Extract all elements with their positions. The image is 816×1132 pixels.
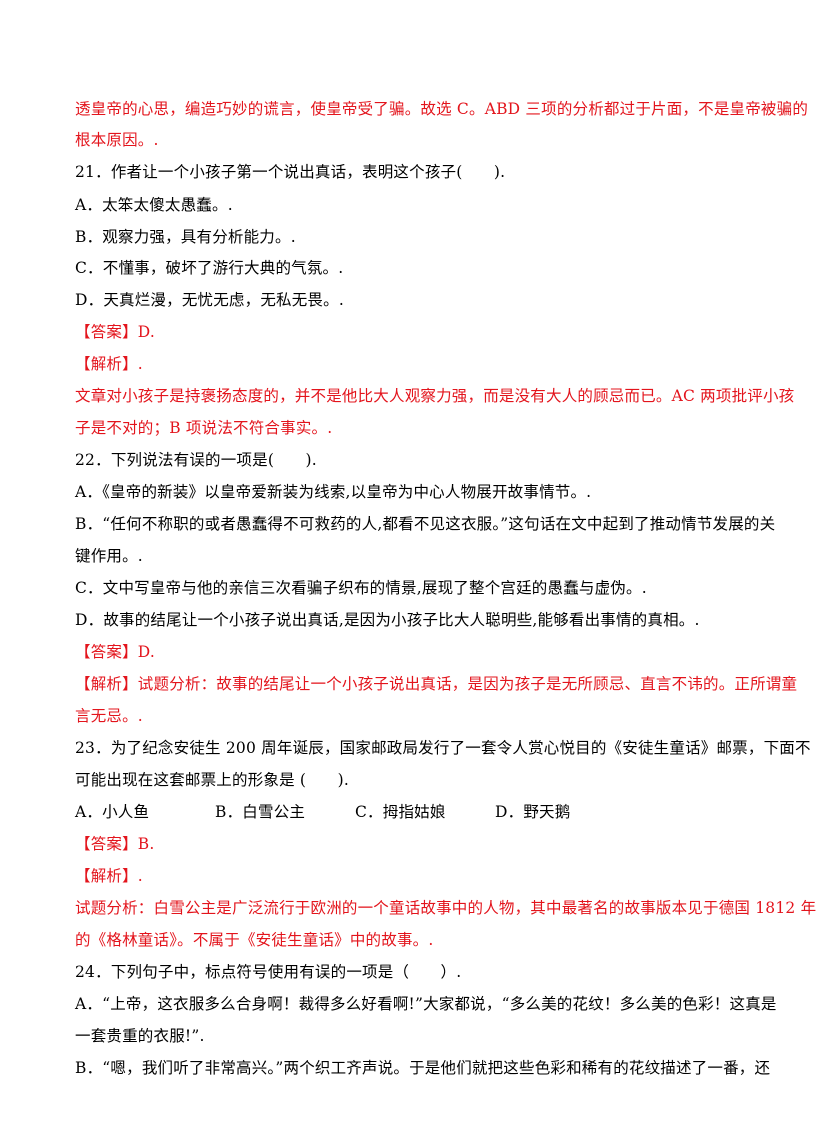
options-row: A．小人鱼 B．白雪公主 C．拇指姑娘 D．野天鹅 bbox=[75, 802, 725, 822]
answer: 【答案】D. bbox=[75, 643, 156, 661]
analysis-text: 文章对小孩子是持褒扬态度的，并不是他比大人观察力强，而是没有大人的顾忌而已。AC… bbox=[75, 387, 795, 405]
option-b: B．观察力强，具有分析能力。. bbox=[75, 228, 296, 246]
option-a: A．《皇帝的新装》以皇帝爱新装为线索,以皇帝为中心人物展开故事情节。. bbox=[75, 483, 592, 501]
option-b: B．“嗯，我们听了非常高兴。”两个织工齐声说。于是他们就把这些色彩和稀有的花纹描… bbox=[75, 1059, 771, 1077]
analysis-text: 子是不对的；B 项说法不符合事实。. bbox=[75, 419, 333, 437]
text-line: 根本原因。. bbox=[75, 131, 159, 149]
option-b-cont: 键作用。. bbox=[75, 547, 143, 565]
question-24: 24．下列句子中，标点符号使用有误的一项是（ ）. bbox=[75, 963, 462, 981]
analysis-text: 的《格林童话》。不属于《安徒生童话》中的故事。. bbox=[75, 931, 434, 949]
question-23-cont: 可能出现在这套邮票上的形象是 ( ). bbox=[75, 771, 349, 789]
option-a: A．太笨太傻太愚蠢。. bbox=[75, 196, 233, 214]
option-d: D．野天鹅 bbox=[495, 803, 571, 821]
answer: 【答案】D. bbox=[75, 323, 156, 341]
analysis-label: 【解析】. bbox=[75, 867, 143, 885]
option-b: B．“任何不称职的或者愚蠢得不可救药的人,都看不见这衣服。”这句话在文中起到了推… bbox=[75, 515, 776, 533]
analysis-text: 言无忌。. bbox=[75, 707, 143, 725]
analysis-label: 【解析】. bbox=[75, 355, 143, 373]
option-d: D．故事的结尾让一个小孩子说出真话,是因为小孩子比大人聪明些,能够看出事情的真相… bbox=[75, 611, 700, 629]
option-b: B．白雪公主 bbox=[215, 803, 306, 821]
option-c: C．文中写皇帝与他的亲信三次看骗子织布的情景,展现了整个宫廷的愚蠢与虚伪。. bbox=[75, 579, 647, 597]
analysis-text: 【解析】试题分析：故事的结尾让一个小孩子说出真话，是因为孩子是无所顾忌、直言不讳… bbox=[75, 675, 798, 693]
analysis-text: 试题分析：白雪公主是广泛流行于欧洲的一个童话故事中的人物，其中最著名的故事版本见… bbox=[75, 899, 816, 917]
question-21: 21．作者让一个小孩子第一个说出真话，表明这个孩子( ). bbox=[75, 163, 506, 181]
option-a-cont: 一套贵重的衣服!”. bbox=[75, 1027, 205, 1045]
option-c: C．拇指姑娘 bbox=[355, 803, 446, 821]
option-c: C．不懂事，破坏了游行大典的气氛。. bbox=[75, 259, 344, 277]
option-d: D．天真烂漫，无忧无虑，无私无畏。. bbox=[75, 291, 344, 309]
option-a: A．“上帝，这衣服多么合身啊！裁得多么好看啊!”大家都说，“多么美的花纹！多么美… bbox=[75, 995, 777, 1013]
question-23: 23．为了纪念安徒生 200 周年诞辰，国家邮政局发行了一套令人赏心悦目的《安徒… bbox=[75, 739, 811, 757]
option-a: A．小人鱼 bbox=[75, 803, 150, 821]
answer: 【答案】B. bbox=[75, 835, 155, 853]
text-line: 透皇帝的心思，编造巧妙的谎言，使皇帝受了骗。故选 C。ABD 三项的分析都过于片… bbox=[75, 100, 809, 118]
question-22: 22．下列说法有误的一项是( ). bbox=[75, 451, 317, 469]
